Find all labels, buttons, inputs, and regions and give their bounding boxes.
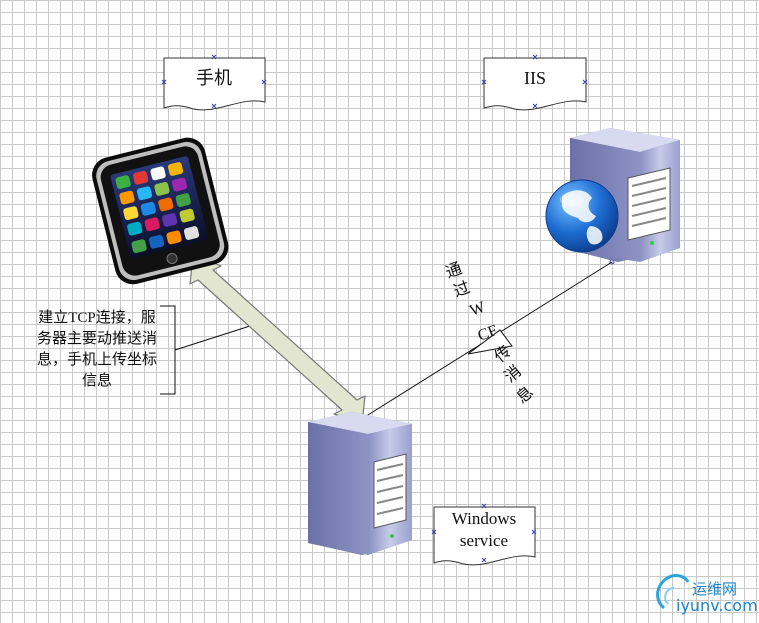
smartphone-icon xyxy=(92,137,229,285)
wcf-triangle-marker xyxy=(467,329,513,355)
tcp-note-line-3: 息，手机上传坐标 xyxy=(36,352,157,368)
watermark-domain: iyunv.com xyxy=(676,596,758,615)
tcp-note-line-4: 信息 xyxy=(81,373,112,389)
wcf-char-3: W xyxy=(468,298,489,319)
watermark-swirl-icon xyxy=(656,574,690,610)
tcp-double-arrow xyxy=(189,254,366,425)
wcf-char-2: 过 xyxy=(451,278,472,300)
tcp-note-line-2: 务器主要动推送消 xyxy=(36,331,157,347)
windows-service-label-line1: Windows xyxy=(452,509,516,528)
tcp-connection-note: 建立TCP连接，服 务器主要动推送消 息，手机上传坐标 信息 xyxy=(22,308,172,392)
windows-service-label-line2: service xyxy=(460,531,508,550)
watermark: 运维网 iyunv.com xyxy=(656,576,758,616)
note-leader-line xyxy=(174,325,251,351)
globe-icon xyxy=(545,179,619,253)
phone-label: 手机 xyxy=(196,68,232,88)
iis-label: IIS xyxy=(524,68,546,88)
windows-service-server-icon xyxy=(308,412,412,555)
note-bracket xyxy=(160,305,176,395)
wcf-char-7: 息 xyxy=(513,383,537,407)
wcf-edge-label: 通 过 W CF 传 消 息 xyxy=(443,259,537,407)
wcf-char-6: 消 xyxy=(501,362,525,386)
iis-doc-label: IIS xyxy=(481,54,588,111)
windows-service-doc-label: Windows service xyxy=(431,503,537,566)
wcf-char-4: CF xyxy=(476,322,500,345)
phone-doc-label: 手机 xyxy=(161,54,267,111)
watermark-brand: 运维网 xyxy=(692,580,738,598)
tcp-note-line-1: 建立TCP连接，服 xyxy=(38,310,156,326)
wcf-char-1: 通 xyxy=(443,259,464,281)
